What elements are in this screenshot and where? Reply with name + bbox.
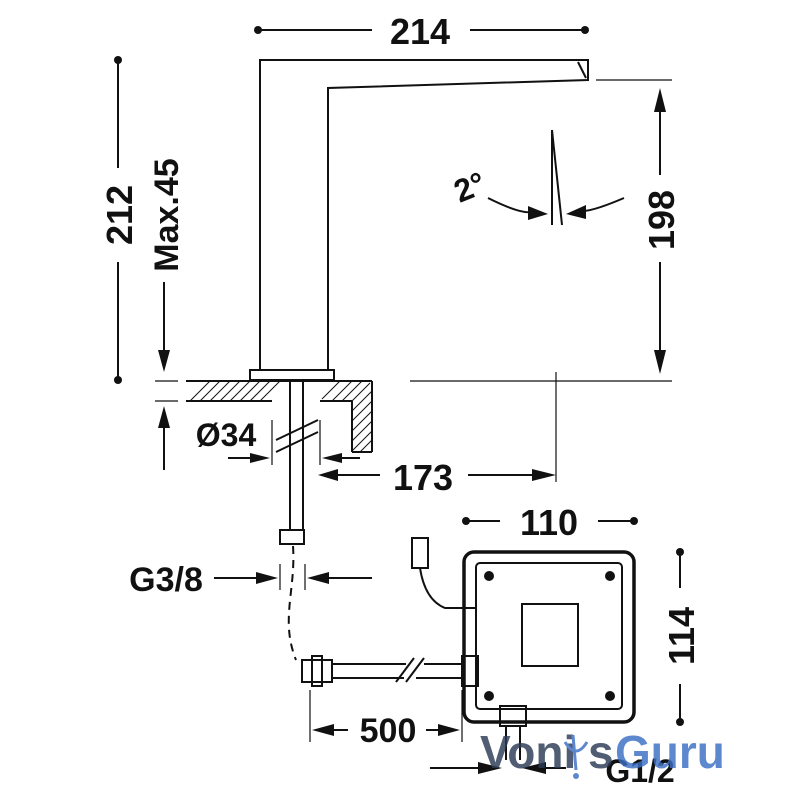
dimension-g38: G3/8 <box>129 561 372 599</box>
dim-max45-label: Max.45 <box>148 158 186 271</box>
dimension-110: 110 <box>462 502 638 543</box>
dim-114-label: 114 <box>661 607 702 665</box>
control-box <box>461 550 636 760</box>
droplet-icon <box>573 773 579 779</box>
watermark-text-1: Voni <box>480 726 576 778</box>
dim-500-label: 500 <box>360 712 417 750</box>
inlet-shank <box>275 381 319 545</box>
dimension-g12: G1/2 <box>430 753 675 789</box>
dim-198-label: 198 <box>641 190 682 250</box>
dimension-500: 500 <box>309 690 463 750</box>
dimension-diameter-34: Ø34 <box>196 417 360 465</box>
watermark-text-3: Guru <box>615 726 725 778</box>
dim-212-label: 212 <box>99 185 140 245</box>
dim-g12-label: G1/2 <box>605 753 674 789</box>
dim-g38-label: G3/8 <box>129 561 203 599</box>
dimension-173: 173 <box>318 372 557 498</box>
dimension-198: 198 <box>410 79 682 382</box>
flexible-hose-dashed <box>287 545 297 661</box>
watermark-logo: Voni s Guru <box>480 726 725 779</box>
countertop-section <box>186 380 373 453</box>
dim-173-label: 173 <box>393 457 453 498</box>
faucet-body <box>249 59 589 381</box>
angle-indicator: 2° <box>449 129 625 226</box>
faucet-icon <box>563 734 589 771</box>
dim-214-label: 214 <box>390 11 450 52</box>
sensor-cable <box>411 537 476 609</box>
angle-label: 2° <box>449 165 491 210</box>
dim-diameter-label: Ø34 <box>196 417 257 453</box>
dimension-214: 214 <box>254 11 589 52</box>
dimension-212: 212 <box>99 56 140 384</box>
dimension-max45: Max.45 <box>148 158 186 470</box>
dimension-114: 114 <box>661 548 702 726</box>
watermark-text-2: s <box>588 726 614 778</box>
connection-hose <box>301 655 462 687</box>
dim-110-label: 110 <box>520 502 578 543</box>
